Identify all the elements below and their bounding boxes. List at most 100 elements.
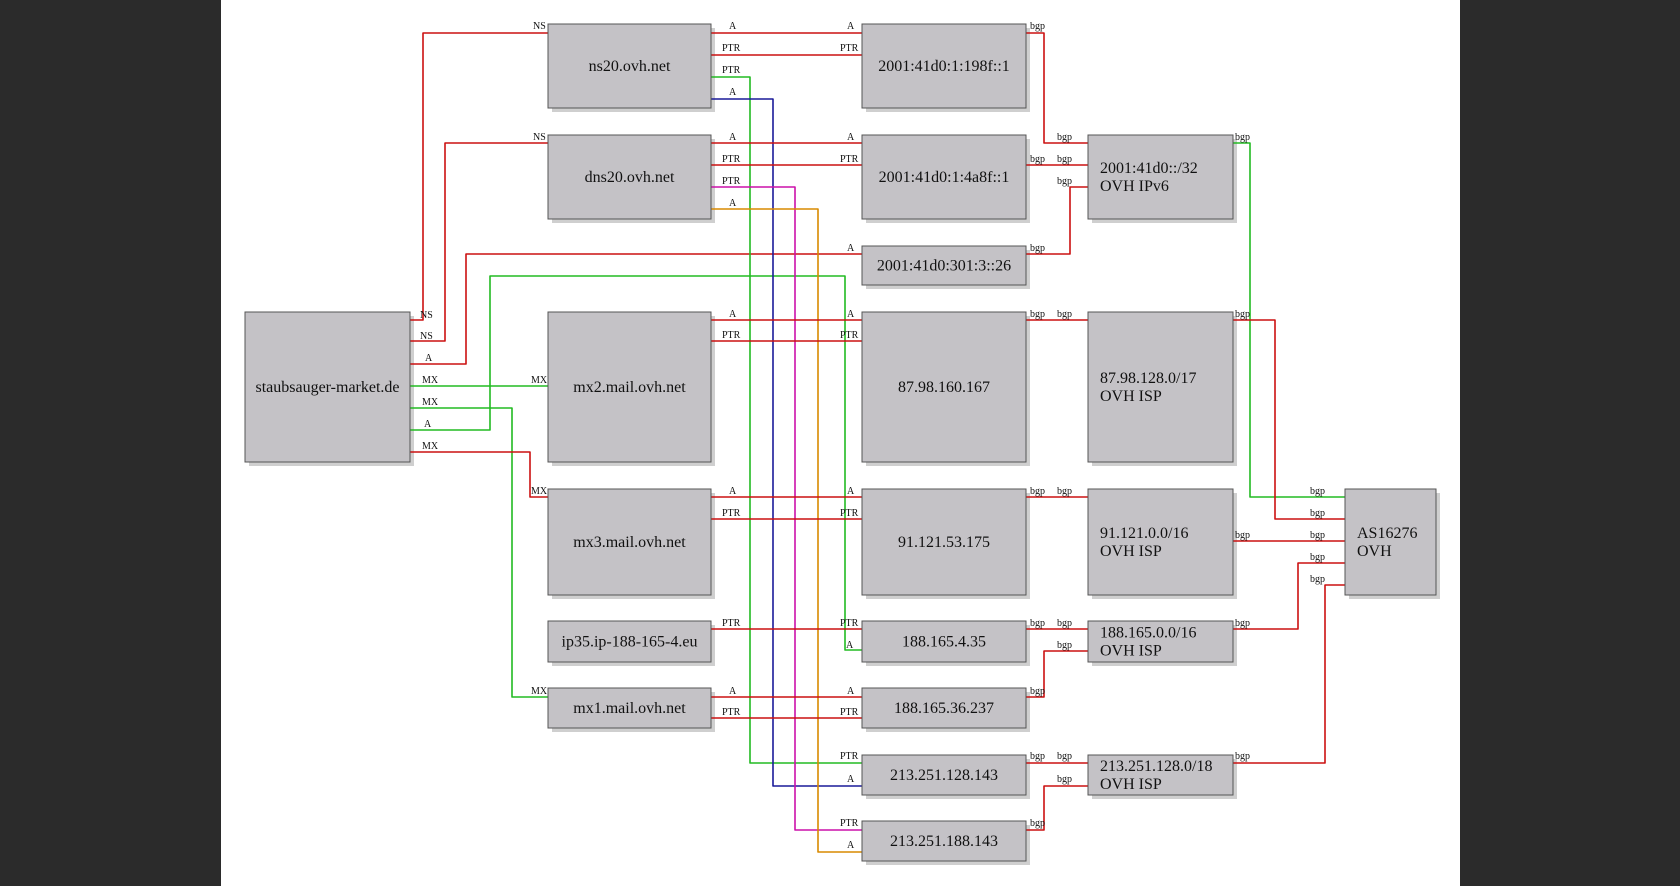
node-label: 91.121.0.0/16	[1100, 525, 1188, 542]
edge-label-to: bgp	[1057, 132, 1072, 143]
node-label: AS16276	[1357, 525, 1417, 542]
edge-bgp-24	[1026, 186, 1088, 255]
node-mx1: mx1.mail.ovh.net	[547, 687, 712, 729]
node-label: 213.251.188.143	[890, 833, 998, 850]
node-box	[861, 311, 1027, 463]
node-box	[547, 311, 712, 463]
node-mx3: mx3.mail.ovh.net	[547, 488, 712, 596]
edge-label-from: bgp	[1030, 686, 1045, 697]
edge-label-to: PTR	[840, 818, 859, 829]
edge-ns-1	[410, 142, 548, 342]
edge-label-from: PTR	[722, 618, 741, 629]
edge-label-to: MX	[531, 375, 548, 386]
node-ip6: 213.251.188.143	[861, 820, 1027, 862]
node-v6c: 2001:41d0:301:3::26	[861, 245, 1027, 286]
edge-label-to: bgp	[1057, 751, 1072, 762]
node-box	[861, 820, 1027, 862]
node-box	[861, 23, 1027, 109]
node-label: dns20.ovh.net	[585, 169, 675, 186]
edge-a-2	[410, 253, 862, 365]
edge-label-to: PTR	[840, 43, 859, 54]
edge-label-to: A	[847, 486, 855, 497]
edge-label-from: PTR	[722, 65, 741, 76]
edge-label-from: A	[729, 309, 737, 320]
edge-label-from: PTR	[722, 330, 741, 341]
edge-label-to: bgp	[1057, 774, 1072, 785]
edge-label-from: bgp	[1030, 618, 1045, 629]
node-box	[861, 620, 1027, 663]
edge-label-from: PTR	[722, 176, 741, 187]
node-box	[1087, 488, 1234, 596]
edge-label-to: bgp	[1057, 154, 1072, 165]
node-ip1: 87.98.160.167	[861, 311, 1027, 463]
edge-label-to: A	[847, 686, 855, 697]
node-label: 87.98.160.167	[898, 379, 990, 396]
edge-label-from: A	[425, 353, 433, 364]
node-label: ns20.ovh.net	[589, 58, 671, 75]
edge-mx-4	[410, 407, 548, 698]
node-label: 2001:41d0:301:3::26	[877, 258, 1011, 275]
node-box	[861, 245, 1027, 286]
edge-label-from: bgp	[1030, 154, 1045, 165]
node-box	[547, 488, 712, 596]
edge-label-from: bgp	[1030, 309, 1045, 320]
edge-label-from: bgp	[1030, 21, 1045, 32]
node-label: OVH IPv6	[1100, 178, 1169, 195]
edge-label-from: NS	[420, 331, 433, 342]
edge-label-to: bgp	[1310, 486, 1325, 497]
node-label: 87.98.128.0/17	[1100, 370, 1196, 387]
node-label: 2001:41d0:1:198f::1	[878, 58, 1010, 75]
node-box	[861, 134, 1027, 220]
edge-label-from: A	[729, 87, 737, 98]
node-label: 213.251.128.143	[890, 767, 998, 784]
node-ip2: 91.121.53.175	[861, 488, 1027, 596]
node-box	[1087, 754, 1234, 796]
node-box	[861, 687, 1027, 729]
edge-label-to: MX	[531, 686, 548, 697]
edge-label-from: PTR	[722, 154, 741, 165]
node-label: 188.165.4.35	[902, 634, 986, 651]
edge-label-to: bgp	[1057, 618, 1072, 629]
node-ip35: ip35.ip-188-165-4.eu	[547, 620, 712, 663]
edge-label-to: bgp	[1057, 486, 1072, 497]
edge-label-to: NS	[533, 132, 546, 143]
node-label: 2001:41d0::/32	[1100, 160, 1198, 177]
node-label: OVH ISP	[1100, 543, 1162, 560]
edge-label-from: MX	[422, 375, 439, 386]
edge-bgp-28	[1026, 650, 1088, 698]
node-box	[547, 134, 712, 220]
edge-label-from: PTR	[722, 707, 741, 718]
node-label: 188.165.0.0/16	[1100, 625, 1196, 642]
edge-label-from: PTR	[722, 43, 741, 54]
node-ip4: 188.165.36.237	[861, 687, 1027, 729]
edge-bgp-30	[1026, 785, 1088, 831]
node-label: mx3.mail.ovh.net	[573, 534, 686, 551]
node-box	[1087, 134, 1234, 220]
node-label: OVH ISP	[1100, 776, 1162, 793]
edge-label-to: PTR	[840, 618, 859, 629]
edge-bgp-34	[1233, 562, 1345, 630]
node-box	[861, 488, 1027, 596]
node-box	[861, 754, 1027, 796]
node-ip5: 213.251.128.143	[861, 754, 1027, 796]
edge-label-from: PTR	[722, 508, 741, 519]
edge-label-to: bgp	[1057, 309, 1072, 320]
edge-mx-6	[410, 451, 548, 498]
edge-label-from: MX	[422, 397, 439, 408]
edge-label-to: bgp	[1310, 508, 1325, 519]
node-label: 2001:41d0:1:4a8f::1	[879, 169, 1010, 186]
edge-label-from: A	[729, 198, 737, 209]
edge-bgp-35	[1233, 584, 1345, 764]
edge-label-to: MX	[531, 486, 548, 497]
edge-label-from: bgp	[1235, 132, 1250, 143]
edge-label-to: PTR	[840, 330, 859, 341]
node-label: 188.165.36.237	[894, 700, 994, 717]
edge-label-to: A	[847, 840, 855, 851]
node-box	[1087, 311, 1234, 463]
node-ns20: ns20.ovh.net	[547, 23, 712, 109]
edge-label-from: A	[729, 686, 737, 697]
